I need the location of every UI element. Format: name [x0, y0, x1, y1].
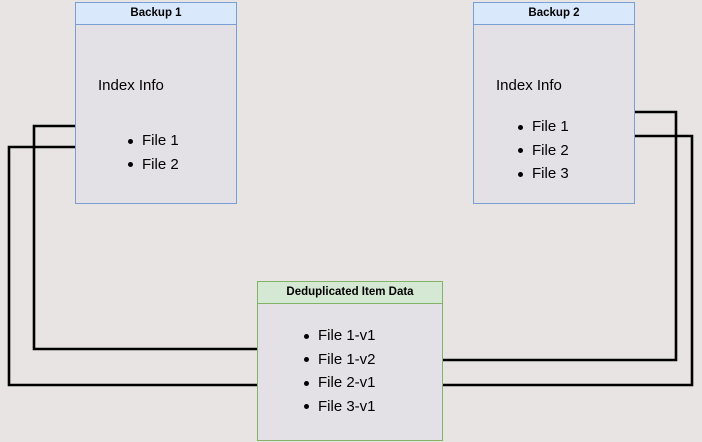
node-dedup-body: File 1-v1 File 1-v2 File 2-v1 File 3-v1: [258, 304, 442, 440]
node-backup-1-header: Backup 1: [76, 3, 236, 25]
node-dedup-header: Deduplicated Item Data: [258, 282, 442, 304]
list-item[interactable]: File 1-v1: [302, 324, 376, 348]
list-item[interactable]: File 1: [126, 129, 179, 153]
node-deduplicated-item-data[interactable]: Deduplicated Item Data File 1-v1 File 1-…: [257, 281, 443, 441]
list-item[interactable]: File 3: [516, 162, 569, 186]
node-backup-2-header: Backup 2: [474, 3, 634, 25]
index-info-label-backup-1: Index Info: [98, 77, 164, 94]
list-item[interactable]: File 2: [126, 153, 179, 177]
node-backup-1[interactable]: Backup 1 Index Info File 1 File 2: [75, 2, 237, 204]
index-info-label-backup-2: Index Info: [496, 77, 562, 94]
node-backup-1-body: Index Info File 1 File 2: [76, 25, 236, 203]
list-item[interactable]: File 2: [516, 139, 569, 163]
list-item[interactable]: File 1-v2: [302, 348, 376, 372]
file-list-dedup: File 1-v1 File 1-v2 File 2-v1 File 3-v1: [302, 324, 376, 418]
node-backup-2-body: Index Info File 1 File 2 File 3: [474, 25, 634, 203]
list-item[interactable]: File 3-v1: [302, 395, 376, 419]
list-item[interactable]: File 2-v1: [302, 371, 376, 395]
list-item[interactable]: File 1: [516, 115, 569, 139]
file-list-backup-2: File 1 File 2 File 3: [516, 115, 569, 186]
file-list-backup-1: File 1 File 2: [126, 129, 179, 176]
node-backup-2[interactable]: Backup 2 Index Info File 1 File 2 File 3: [473, 2, 635, 204]
